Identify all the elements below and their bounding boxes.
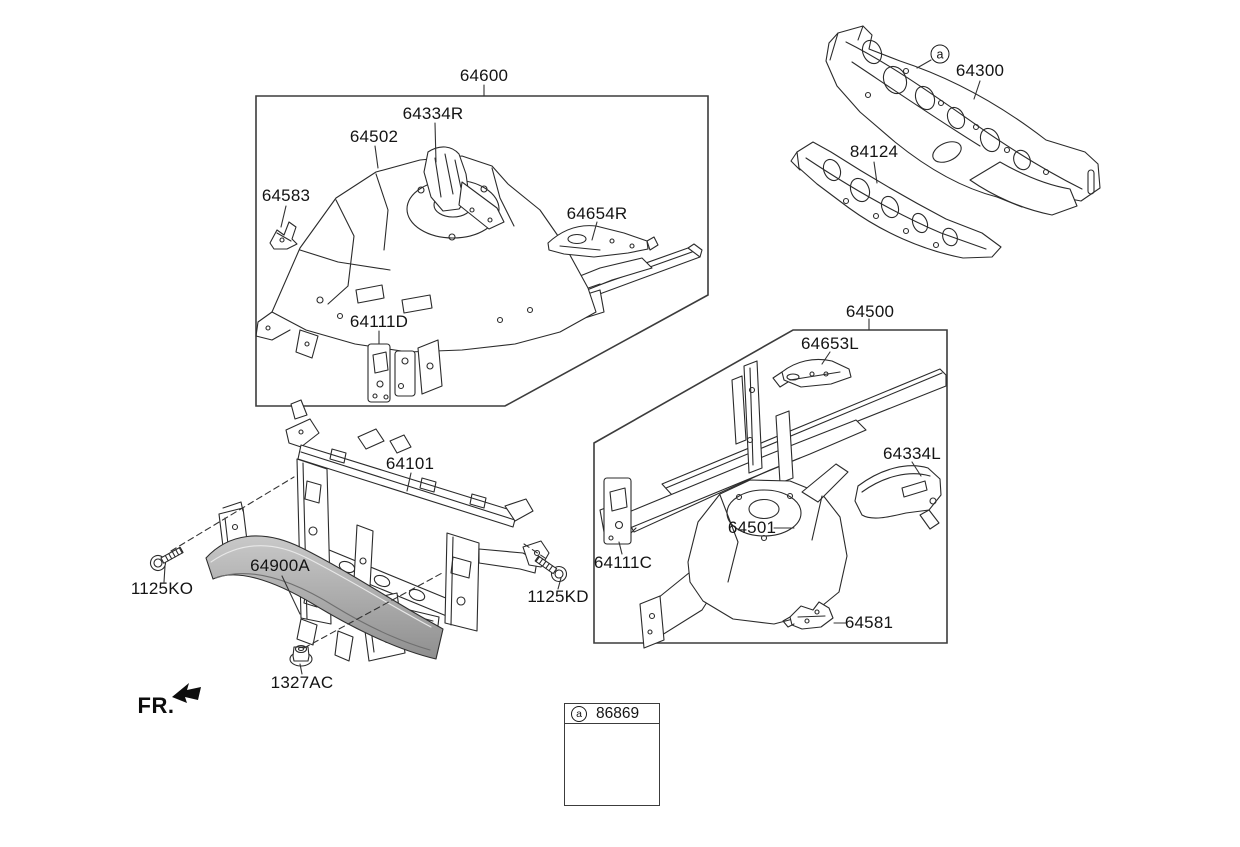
part-84124-drawing xyxy=(790,141,1002,259)
part-64334R-drawing xyxy=(423,146,505,230)
callout-64502: 64502 xyxy=(349,127,399,146)
callout-64111C: 64111C xyxy=(593,553,653,572)
callout-64300: 64300 xyxy=(955,61,1005,80)
fastener-marker-a-label: a xyxy=(936,47,944,61)
callout-64600: 64600 xyxy=(459,66,509,85)
callout-64654R: 64654R xyxy=(566,204,628,223)
callout-64334L: 64334L xyxy=(883,444,941,463)
callout-64334R: 64334R xyxy=(402,104,464,123)
fastener-legend: a 86869 xyxy=(564,703,660,806)
callout-64111D: 64111D xyxy=(349,312,409,331)
part-64653L-drawing xyxy=(772,358,852,388)
fr-direction-arrow-icon xyxy=(172,683,201,703)
nut-1327AC-drawing xyxy=(289,644,313,667)
callout-64581: 64581 xyxy=(844,613,894,632)
assembly-box-64500 xyxy=(593,329,948,644)
legend-marker-a: a xyxy=(571,705,587,722)
part-64654R-drawing xyxy=(547,225,659,258)
part-64501-drawing xyxy=(639,463,849,649)
part-64900A-drawing xyxy=(205,501,444,662)
callout-64900A: 64900A xyxy=(250,556,310,575)
part-64500-rail-drawing xyxy=(599,360,947,537)
callout-1327AC: 1327AC xyxy=(270,673,334,692)
callout-1125KO: 1125KO xyxy=(130,579,194,598)
callout-64653L: 64653L xyxy=(801,334,859,353)
part-64111D-drawing xyxy=(367,339,443,403)
legend-marker-a-label: a xyxy=(576,707,582,720)
assembly-dashed-lines xyxy=(170,476,549,649)
callout-64583: 64583 xyxy=(261,186,311,205)
fastener-marker-a: a xyxy=(930,44,950,64)
fr-direction-label: FR. xyxy=(137,693,175,718)
assembly-box-64600 xyxy=(255,95,709,407)
legend-part-number: 86869 xyxy=(596,704,640,722)
part-64502-drawing xyxy=(255,155,597,359)
callout-1125KD: 1125KD xyxy=(527,587,589,606)
bolt-1125KD-drawing xyxy=(534,555,568,583)
part-64334L-drawing xyxy=(854,465,942,530)
fastener-legend-body xyxy=(565,724,659,804)
part-64583-drawing xyxy=(269,221,298,250)
callout-64500: 64500 xyxy=(845,302,895,321)
part-64300-drawing xyxy=(825,25,1101,216)
callout-64101: 64101 xyxy=(385,454,435,473)
part-64581-drawing xyxy=(782,601,834,630)
callout-64501: 64501 xyxy=(727,518,777,537)
callout-84124: 84124 xyxy=(849,142,899,161)
leader-lines xyxy=(163,59,981,675)
fastener-legend-header: a 86869 xyxy=(565,704,659,724)
bolt-1125KO-drawing xyxy=(149,546,184,572)
part-64111C-drawing xyxy=(603,477,632,545)
